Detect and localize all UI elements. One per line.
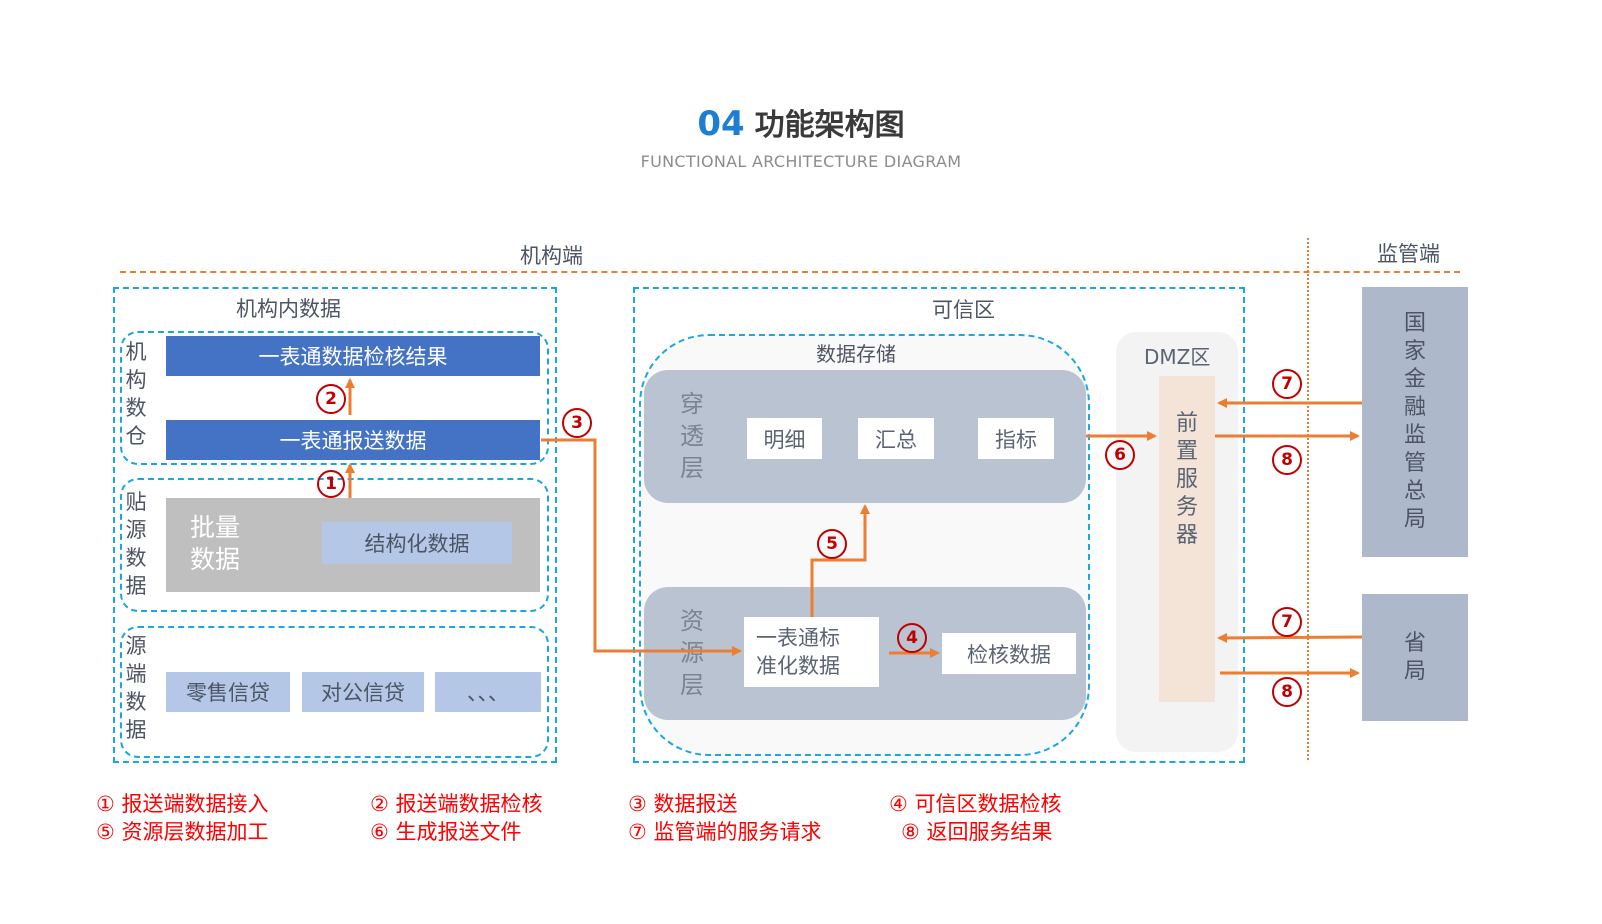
source-aligned-label: 贴 源 数 据 [122,488,150,600]
step-badge-7-provincial: 7 [1272,607,1302,637]
step-badge-5: 5 [817,529,847,559]
check-result-bar[interactable]: 一表通数据检核结果 [166,336,540,376]
report-data-bar[interactable]: 一表通报送数据 [166,420,540,460]
check-data-box[interactable]: 检核数据 [942,633,1076,674]
step-badge-1: 1 [317,470,345,498]
zone-divider-vertical [1307,238,1309,760]
step-badge-8-provincial: 8 [1272,677,1302,707]
batch-data-line: 数据 [190,545,241,574]
dmz-title: DMZ区 [1144,345,1211,369]
arrow-step-7-provincial [1217,632,1363,643]
resource-layer-char: 资 [680,607,704,635]
step-badge-6: 6 [1105,440,1135,470]
batch-data-line: 批量 [190,513,241,542]
more-sources-box[interactable]: 、、、 [435,672,541,712]
front-server-char: 前 [1175,411,1198,436]
trusted-zone-container [633,287,1245,763]
penetration-layer-label: 穿 透 层 [676,388,708,484]
step-badge-8-national: 8 [1272,445,1302,475]
structured-data-box[interactable]: 结构化数据 [322,522,512,564]
provincial-regulator-box[interactable]: 省 局 [1362,594,1468,721]
legend-item-7: ⑦ 监管端的服务请求 [628,820,822,844]
warehouse-label-char: 仓 [125,424,147,448]
source-systems-label-char: 据 [125,718,147,742]
national-regulator-char: 总 [1403,479,1426,504]
national-regulator-char: 融 [1403,395,1426,420]
regulator-side-label: 监管端 [1377,242,1440,266]
front-server-char: 置 [1175,439,1198,464]
warehouse-label: 机 构 数 仓 [122,338,150,450]
standardized-data-line: 准化数据 [756,654,840,678]
front-server-char: 器 [1175,523,1198,548]
source-aligned-label-char: 据 [125,574,147,598]
legend-item-6: ⑥ 生成报送文件 [370,820,522,844]
title-text: 功能架构图 [754,108,905,143]
national-regulator-box[interactable]: 国 家 金 融 监 管 总 局 [1362,287,1468,557]
legend-item-4: ④ 可信区数据检核 [889,792,1062,816]
standardized-data-line: 一表通标 [756,626,840,650]
warehouse-label-char: 构 [125,368,147,392]
front-server-box[interactable] [1159,376,1215,702]
page-subtitle: FUNCTIONAL ARCHITECTURE DIAGRAM [640,152,962,171]
institution-side-label: 机构端 [520,244,583,268]
source-systems-label-char: 数 [125,690,147,714]
warehouse-group [120,331,549,465]
corporate-credit-box[interactable]: 对公信贷 [302,672,424,712]
resource-layer-char: 源 [680,639,704,667]
arrow-step-5 [810,504,870,617]
front-server-char: 务 [1175,495,1198,520]
provincial-regulator-char: 局 [1403,658,1426,684]
legend-item-1: ① 报送端数据接入 [96,792,269,816]
resource-layer-label: 资 源 层 [676,605,708,701]
batch-data-label: 批量 数据 [190,512,240,576]
trusted-zone-title: 可信区 [932,298,995,322]
national-regulator-char: 管 [1403,451,1426,476]
resource-layer-char: 层 [680,671,704,699]
warehouse-label-char: 数 [125,396,147,420]
legend-item-5: ⑤ 资源层数据加工 [96,820,269,844]
source-aligned-label-char: 源 [125,518,147,542]
penetration-layer-char: 透 [680,422,704,450]
provincial-regulator-char: 省 [1403,630,1426,656]
source-systems-label: 源 端 数 据 [122,632,150,744]
summary-box[interactable]: 汇总 [858,418,934,459]
section-number: 04 [697,104,745,144]
detail-box[interactable]: 明细 [747,418,822,459]
zone-divider-horizontal [120,271,1460,273]
data-storage-title: 数据存储 [816,342,896,366]
legend-item-2: ② 报送端数据检核 [370,792,543,816]
step-badge-3: 3 [562,408,592,438]
legend-item-8: ⑧ 返回服务结果 [901,820,1053,844]
institution-data-title: 机构内数据 [236,297,341,321]
arrow-step-3 [541,438,742,656]
front-server-char: 服 [1175,467,1198,492]
national-regulator-char: 监 [1403,423,1426,448]
step-badge-4: 4 [897,623,927,653]
standardized-data-box[interactable]: 一表通标 准化数据 [744,617,879,687]
source-systems-label-char: 源 [125,634,147,658]
national-regulator-char: 家 [1403,339,1426,364]
source-systems-label-char: 端 [125,662,147,686]
source-aligned-label-char: 贴 [125,490,147,514]
retail-credit-box[interactable]: 零售信贷 [166,672,290,712]
page-title: 04 功能架构图 [0,100,1602,144]
national-regulator-char: 金 [1403,367,1426,392]
national-regulator-char: 国 [1403,311,1426,336]
source-aligned-label-char: 数 [125,546,147,570]
penetration-layer-char: 穿 [680,390,704,418]
step-badge-2: 2 [316,384,346,414]
warehouse-label-char: 机 [125,340,147,364]
penetration-layer-char: 层 [680,454,704,482]
indicator-box[interactable]: 指标 [978,418,1054,459]
front-server-label: 前 置 服 务 器 [1170,410,1204,550]
legend-item-3: ③ 数据报送 [628,792,738,816]
national-regulator-char: 局 [1403,507,1426,532]
step-badge-7-national: 7 [1272,369,1302,399]
institution-data-container [113,287,557,763]
source-systems-group [120,626,549,758]
